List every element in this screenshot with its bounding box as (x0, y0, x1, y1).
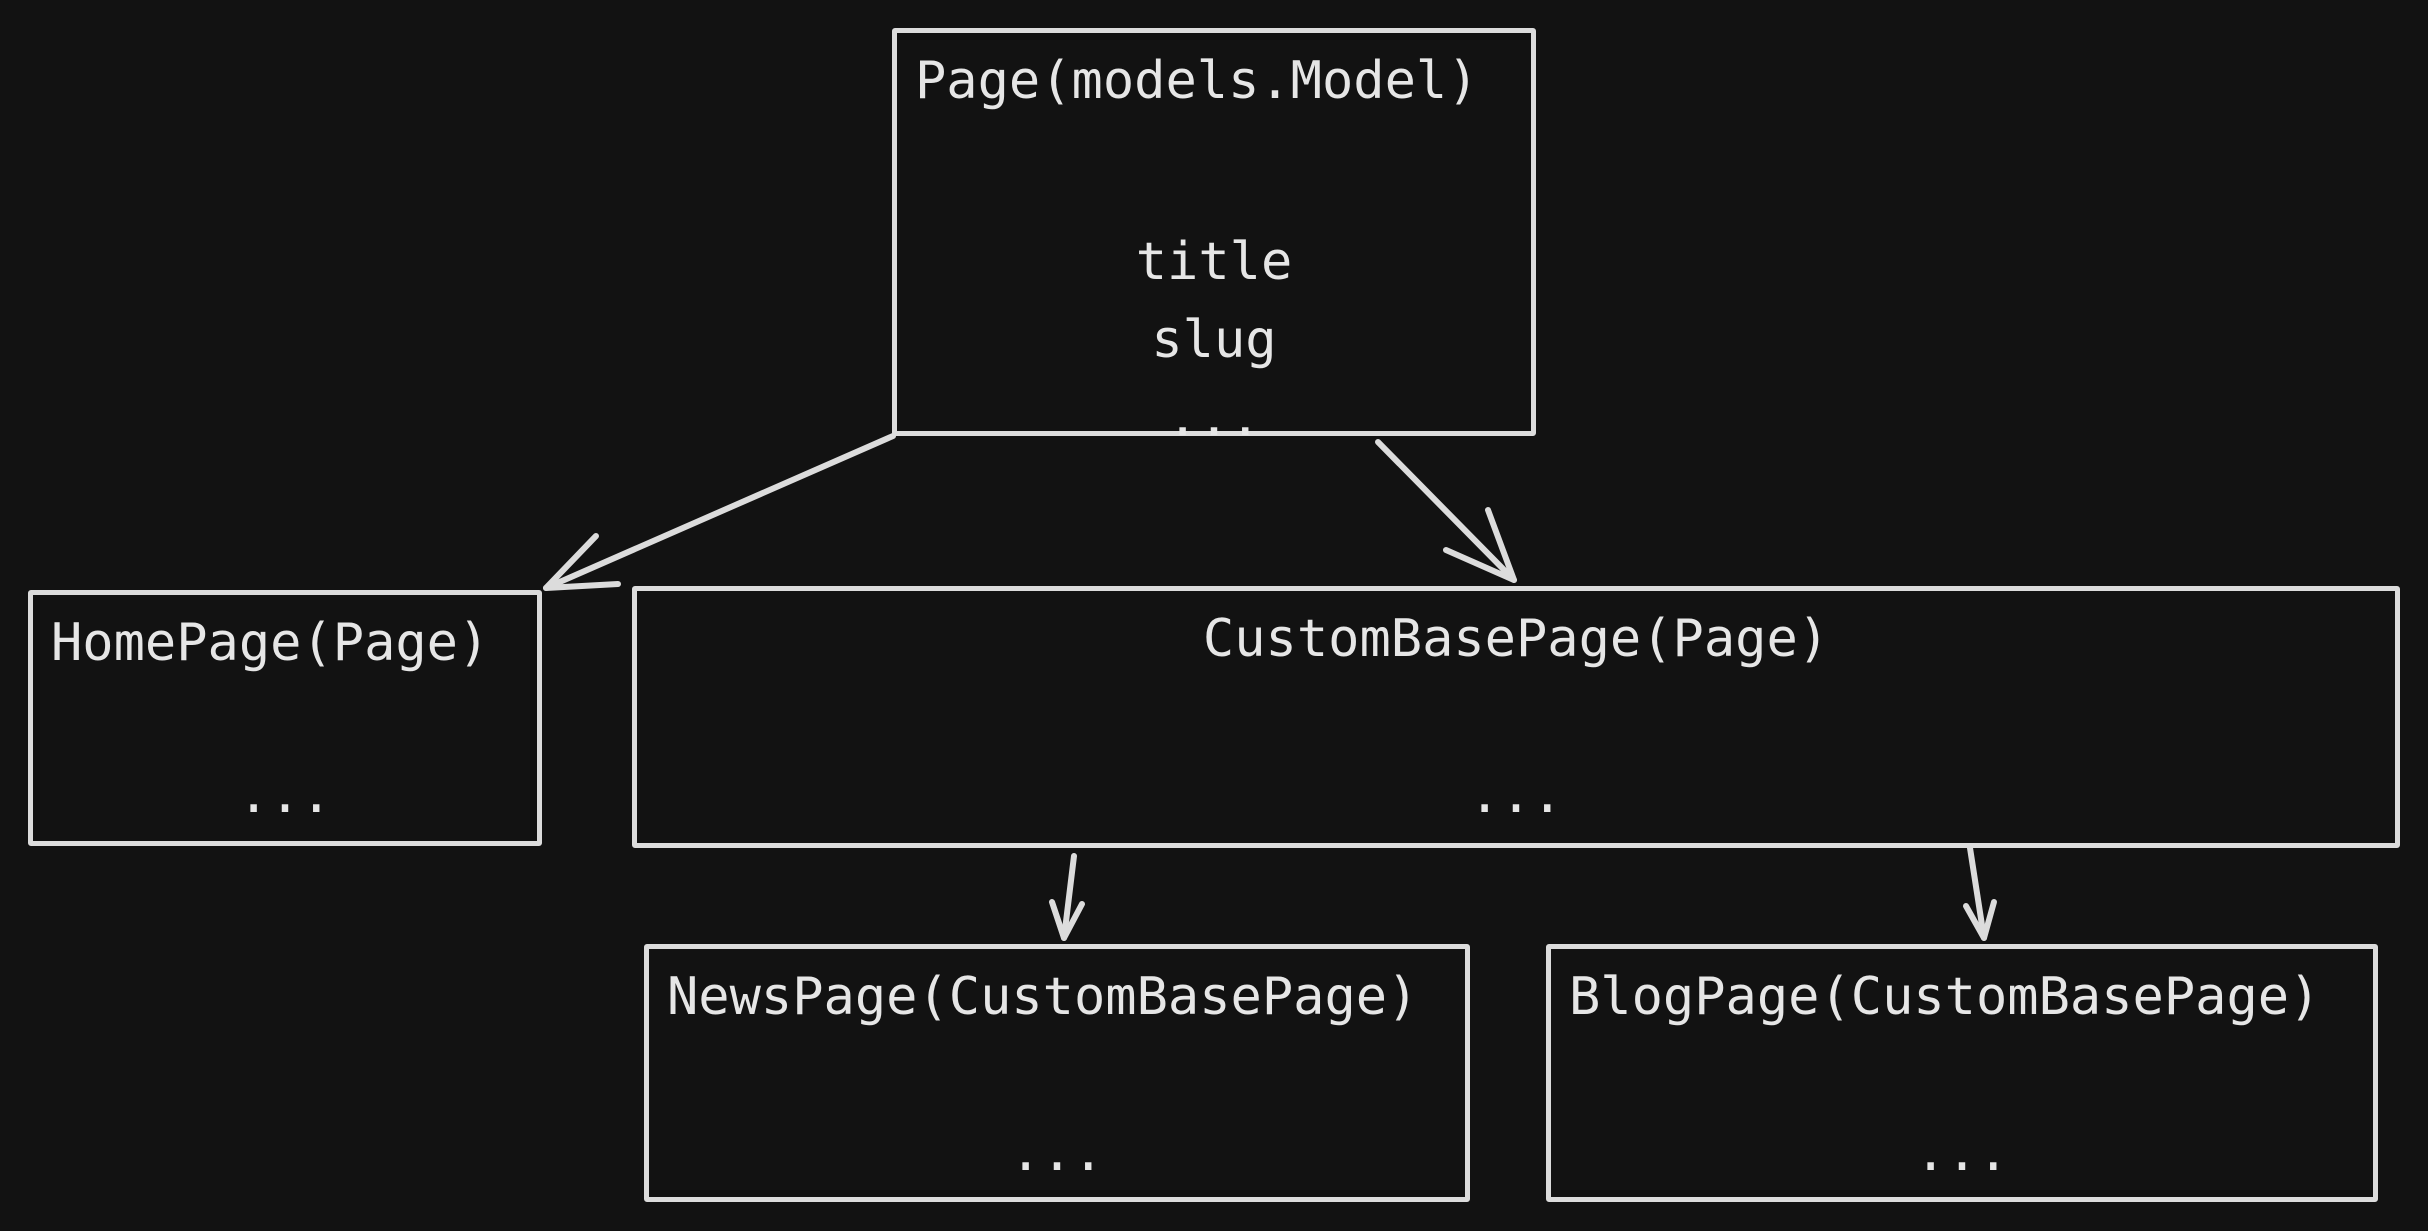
custombasepage-model-body: ... (1469, 765, 1563, 825)
page-model-box: Page(models.Model) title slug ... (892, 28, 1536, 448)
arrow-custombasepage-to-newspage (1049, 853, 1085, 941)
homepage-model-body: ... (238, 765, 332, 825)
blogpage-model-body: ... (1915, 1123, 2009, 1183)
newspage-model-box: NewsPage(CustomBasePage) ... (644, 944, 1470, 1202)
page-model-title: Page(models.Model) (915, 51, 1479, 111)
newspage-model-title: NewsPage(CustomBasePage) (667, 967, 1419, 1027)
field-slug: slug (1151, 310, 1277, 370)
homepage-model-title: HomePage(Page) (51, 613, 490, 673)
field-title: title (1135, 232, 1293, 292)
custombasepage-model-box: CustomBasePage(Page) ... (632, 586, 2400, 848)
arrow-custombasepage-to-blogpage (1963, 845, 1997, 941)
newspage-model-body: ... (1010, 1123, 1104, 1183)
field-ellipsis: ... (1167, 388, 1261, 448)
arrow-page-to-custombasepage (1375, 439, 1517, 583)
arrow-page-to-homepage (543, 433, 896, 591)
blogpage-model-title: BlogPage(CustomBasePage) (1569, 967, 2321, 1027)
page-model-fields: title slug ... (897, 223, 1531, 457)
custombasepage-model-title: CustomBasePage(Page) (1202, 609, 1830, 669)
blogpage-model-box: BlogPage(CustomBasePage) ... (1546, 944, 2378, 1202)
homepage-model-box: HomePage(Page) ... (28, 590, 542, 846)
